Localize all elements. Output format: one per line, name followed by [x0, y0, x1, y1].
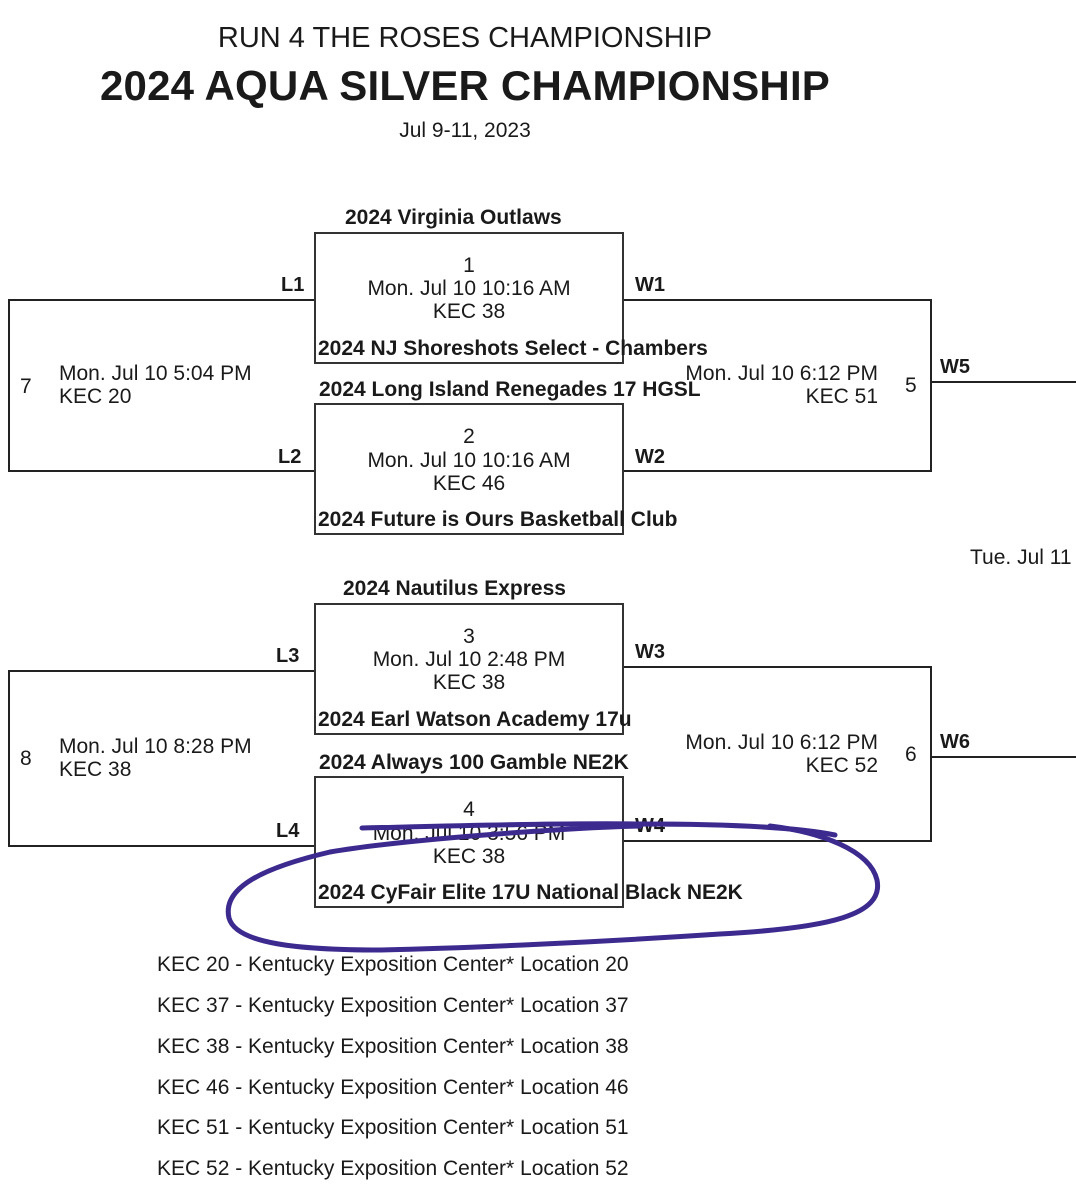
game4-loser-label: L4 — [276, 820, 300, 842]
location-legend-item: KEC 52 - Kentucky Exposition Center* Loc… — [157, 1157, 629, 1180]
location-legend-item: KEC 51 - Kentucky Exposition Center* Loc… — [157, 1116, 629, 1139]
game2-winner-label: W2 — [635, 446, 665, 468]
location-legend-item: KEC 38 - Kentucky Exposition Center* Loc… — [157, 1035, 629, 1058]
game3-number: 3 — [463, 625, 475, 648]
game2-team-top: 2024 Long Island Renegades 17 HGSL — [319, 378, 701, 401]
bracket-line — [622, 299, 932, 301]
game3-box — [314, 603, 624, 735]
game8-court: KEC 38 — [59, 758, 132, 781]
game8-time: Mon. Jul 10 8:28 PM — [59, 735, 252, 758]
game2-box — [314, 403, 624, 535]
game7-time: Mon. Jul 10 5:04 PM — [59, 362, 252, 385]
bracket-line — [8, 670, 10, 847]
game1-winner-label: W1 — [635, 274, 665, 296]
bracket-line — [8, 845, 316, 847]
bracket-line — [8, 299, 316, 301]
game3-winner-label: W3 — [635, 641, 665, 663]
game2-time: Mon. Jul 10 10:16 AM — [367, 449, 571, 472]
game4-box — [314, 776, 624, 908]
game3-team-top: 2024 Nautilus Express — [343, 577, 566, 600]
game2-loser-label: L2 — [278, 446, 302, 468]
bracket-line — [8, 299, 10, 472]
next-round-time: Tue. Jul 11 — [970, 546, 1072, 569]
location-legend-item: KEC 46 - Kentucky Exposition Center* Loc… — [157, 1076, 629, 1099]
game4-team-bottom: 2024 CyFair Elite 17U National Black NE2… — [318, 881, 743, 904]
game1-team-top: 2024 Virginia Outlaws — [345, 206, 562, 229]
event-title: RUN 4 THE ROSES CHAMPIONSHIP — [217, 22, 713, 54]
game5-time: Mon. Jul 10 6:12 PM — [685, 362, 878, 385]
bracket-line — [8, 470, 316, 472]
game6-court: KEC 52 — [805, 754, 878, 777]
event-dates: Jul 9-11, 2023 — [399, 119, 531, 142]
bracket-line — [622, 840, 932, 842]
game6-number: 6 — [905, 743, 917, 766]
game3-time: Mon. Jul 10 2:48 PM — [372, 648, 566, 671]
game2-number: 2 — [463, 425, 475, 448]
game1-court: KEC 38 — [432, 300, 506, 323]
game3-team-bottom: 2024 Earl Watson Academy 17u — [318, 708, 632, 731]
game4-number: 4 — [463, 798, 475, 821]
game5-court: KEC 51 — [805, 385, 878, 408]
game1-box — [314, 232, 624, 364]
game4-team-top: 2024 Always 100 Gamble NE2K — [319, 751, 629, 774]
game7-court: KEC 20 — [59, 385, 132, 408]
bracket-line — [930, 299, 932, 472]
game1-time: Mon. Jul 10 10:16 AM — [367, 277, 571, 300]
game8-number: 8 — [20, 747, 32, 770]
location-legend-item: KEC 20 - Kentucky Exposition Center* Loc… — [157, 953, 629, 976]
game5-winner-label: W5 — [940, 356, 970, 378]
game2-court: KEC 46 — [432, 472, 506, 495]
game6-winner-label: W6 — [940, 731, 970, 753]
game3-court: KEC 38 — [432, 671, 506, 694]
bracket-line — [622, 470, 932, 472]
bracket-line — [8, 670, 316, 672]
game6-time: Mon. Jul 10 6:12 PM — [685, 731, 878, 754]
bracket-line — [930, 756, 1076, 758]
division-title: 2024 AQUA SILVER CHAMPIONSHIP — [99, 62, 831, 109]
bracket-line — [930, 666, 932, 842]
bracket-line — [622, 666, 932, 668]
game2-team-bottom: 2024 Future is Ours Basketball Club — [318, 508, 678, 531]
game1-loser-label: L1 — [281, 274, 305, 296]
game3-loser-label: L3 — [276, 645, 300, 667]
game5-number: 5 — [905, 374, 917, 397]
bracket-line — [930, 381, 1076, 383]
location-legend-item: KEC 37 - Kentucky Exposition Center* Loc… — [157, 994, 629, 1017]
game1-team-bottom: 2024 NJ Shoreshots Select - Chambers — [318, 337, 708, 360]
game4-court: KEC 38 — [432, 845, 506, 868]
game1-number: 1 — [463, 254, 475, 277]
game7-number: 7 — [20, 375, 32, 398]
